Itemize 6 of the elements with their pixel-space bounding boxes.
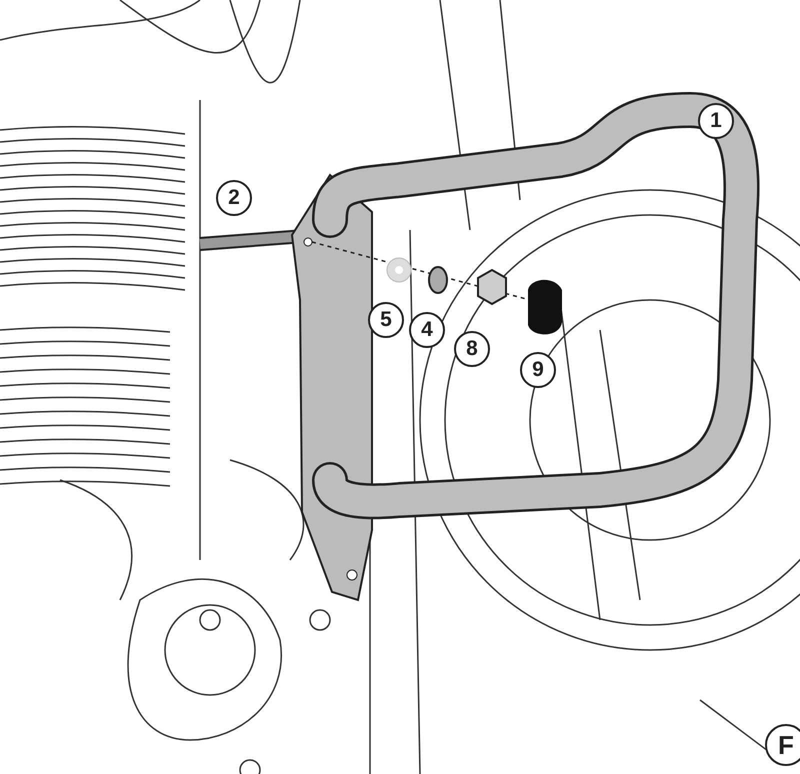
callout-number: 9 [520,352,556,388]
callout-number: 4 [409,312,445,348]
callout-number: F [765,724,800,766]
callout-number: 5 [368,302,404,338]
callout-number: 8 [454,331,490,367]
callout-number: 2 [216,180,252,216]
